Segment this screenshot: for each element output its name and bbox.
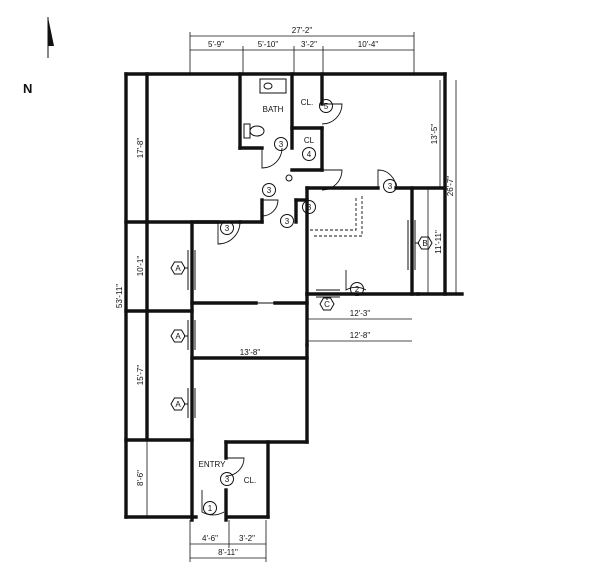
dim-left-overall: 53'-11" [115, 284, 124, 308]
walls [124, 72, 464, 522]
dim-left-seg4: 8'-6" [136, 470, 145, 486]
dim-top-seg3: 3'-2" [301, 40, 317, 49]
door-tag-2: 2 [350, 282, 364, 296]
door-tag-3-east-label: 3 [388, 182, 393, 191]
door-tag-1: 1 [203, 501, 217, 515]
door-tag-1-label: 1 [208, 504, 213, 513]
room-label-closet-small: CL [304, 136, 315, 145]
north-label: N [23, 81, 32, 96]
dim-bottom-seg2: 3'-2" [239, 534, 255, 543]
dim-mid-width: 13'-8" [240, 348, 261, 357]
window-tag-c-label: C [324, 300, 330, 309]
door-tag-4-label: 4 [307, 150, 312, 159]
dim-mid-right-inner: 12'-3" [350, 309, 371, 318]
room-label-closet-entry: CL. [244, 476, 256, 485]
dim-right-overall: 26'-7" [446, 176, 455, 197]
bath-fixtures [243, 78, 293, 182]
window-tag-a3-label: A [175, 400, 181, 409]
room-label-entry: ENTRY [199, 460, 227, 469]
door-tag-5-label: 5 [324, 102, 329, 111]
dim-right-seg2: 11'-11" [434, 230, 443, 254]
door-tag-3-bath-label: 3 [279, 140, 284, 149]
window-tag-a2: A [170, 329, 188, 343]
door-tag-3-hall-label: 3 [267, 186, 272, 195]
north-arrow-icon [47, 17, 54, 58]
dim-top-seg2: 5'-10" [258, 40, 279, 49]
door-tag-3-west-label: 3 [225, 224, 230, 233]
windows [187, 220, 416, 418]
door-tag-2-label: 2 [355, 285, 360, 294]
dim-top-overall: 27'-2" [292, 26, 313, 35]
door-tag-3-lower-label: 3 [285, 217, 290, 226]
doors [201, 103, 397, 516]
dim-left-seg2: 10'-1" [136, 256, 145, 277]
room-label-closet-upper: CL. [301, 98, 313, 107]
window-tag-a1: A [170, 261, 188, 275]
dim-right-seg1: 13'-5" [430, 124, 439, 145]
window-tag-c: C [319, 297, 335, 311]
door-tag-5: 5 [319, 99, 333, 113]
door-tag-3-entry-label: 3 [225, 475, 230, 484]
dim-mid-right-outer: 12'-8" [350, 331, 371, 340]
dim-top-seg1: 5'-9" [208, 40, 224, 49]
door-tag-3-lower: 3 [280, 214, 294, 228]
dim-left-seg3: 15'-7" [136, 365, 145, 386]
window-tag-a2-label: A [175, 332, 181, 341]
dimension-lines [125, 32, 457, 562]
door-tag-3-east: 3 [383, 179, 397, 193]
window-tag-b-label: B [422, 239, 427, 248]
door-tag-3-west: 3 [220, 221, 234, 235]
door-tag-3-hall: 3 [262, 183, 276, 197]
door-tag-3-center-label: 3 [307, 203, 312, 212]
window-tag-a3: A [170, 397, 188, 411]
door-tag-3-center: 3 [302, 200, 316, 214]
room-label-bath: BATH [263, 105, 284, 114]
dim-bottom-overall: 8'-11" [218, 548, 238, 557]
door-tag-3-entry: 3 [220, 472, 234, 486]
dim-left-seg1: 17'-8" [136, 138, 145, 159]
door-tag-3-bath: 3 [274, 137, 288, 151]
window-tag-b: B [415, 236, 433, 250]
window-tag-a1-label: A [175, 264, 181, 273]
dim-top-seg4: 10'-4" [358, 40, 379, 49]
door-tag-4: 4 [302, 147, 316, 161]
dim-bottom-seg1: 4'-6" [202, 534, 218, 543]
